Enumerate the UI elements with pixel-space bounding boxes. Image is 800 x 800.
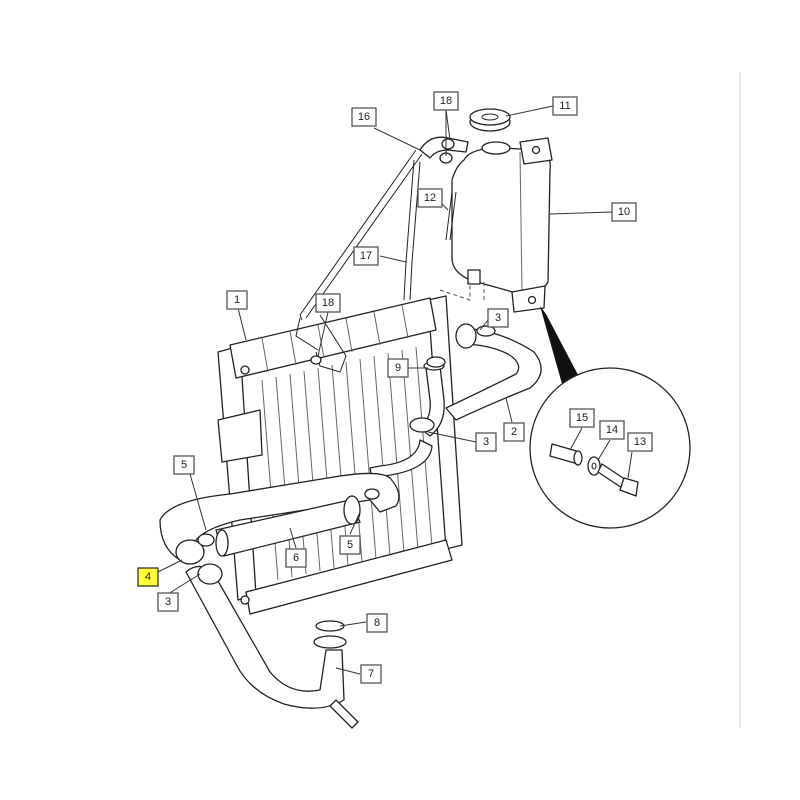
callout-label: 1	[234, 294, 240, 306]
callout-label: 15	[576, 412, 588, 424]
callout-label: 3	[165, 596, 171, 608]
callout-label: 11	[559, 100, 570, 112]
callout-label: 8	[374, 617, 380, 629]
callout-12: 12	[417, 188, 443, 208]
callout-18-radiator: 18	[315, 293, 341, 313]
callout-label: 6	[293, 552, 299, 564]
callout-11: 11	[552, 96, 578, 116]
callout-13: 13	[627, 432, 653, 452]
callout-17: 17	[353, 246, 379, 266]
callout-2: 2	[503, 422, 525, 442]
callout-3-top: 3	[487, 308, 509, 328]
guide-line	[439, 282, 471, 301]
callout-label: 5	[347, 539, 353, 551]
expansion-tank	[451, 137, 553, 313]
filler-cap	[469, 108, 511, 132]
elbow-fitting	[175, 539, 223, 585]
hose-clamps	[197, 138, 496, 632]
callout-5-left: 5	[173, 455, 195, 475]
detail-circle	[529, 306, 691, 529]
callout-8: 8	[366, 613, 388, 633]
top-hose	[445, 323, 542, 421]
callout-9: 9	[387, 358, 409, 378]
callout-box	[226, 290, 248, 310]
callout-label: 12	[424, 192, 436, 204]
callout-6: 6	[285, 548, 307, 568]
callout-3-middle: 3	[475, 432, 497, 452]
callout-label: 10	[618, 206, 630, 218]
callout-14: 14	[599, 420, 625, 440]
callout-5-right: 5	[339, 535, 361, 555]
bypass-hose	[159, 472, 400, 561]
callout-label: 4	[145, 571, 151, 583]
callout-label: 18	[322, 297, 334, 309]
callout-7: 7	[360, 664, 382, 684]
callout-label: 13	[634, 436, 646, 448]
callout-label: 17	[360, 250, 372, 262]
overflow-pipe	[445, 191, 457, 241]
callout-16: 16	[351, 107, 377, 127]
callout-15: 15	[569, 408, 595, 428]
bleed-tube	[403, 159, 421, 301]
callout-4-highlighted: 4	[137, 567, 159, 587]
callout-label: 18	[440, 95, 452, 107]
callout-label: 16	[358, 111, 370, 123]
callout-label: 14	[606, 424, 618, 436]
callout-3-bottom: 3	[157, 592, 179, 612]
callout-label: 5	[181, 459, 187, 471]
callout-label: 9	[395, 362, 401, 374]
callout-label: 2	[511, 426, 517, 438]
callout-18-top: 18	[433, 91, 459, 111]
callout-1: 1	[226, 290, 248, 310]
leader-lines	[149, 105, 633, 675]
callout-label: 3	[495, 312, 501, 324]
callout-label: 3	[483, 436, 489, 448]
callout-label: 7	[368, 668, 374, 680]
callout-10: 10	[611, 202, 637, 222]
